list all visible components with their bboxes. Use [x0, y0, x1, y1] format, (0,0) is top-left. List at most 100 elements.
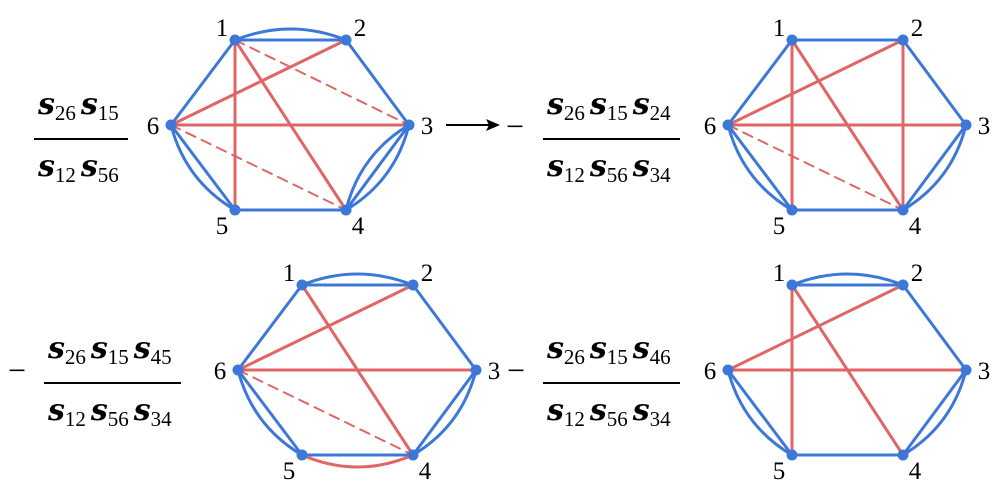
edge-5-6	[726, 123, 794, 212]
mandelstam-variable: s	[632, 149, 650, 184]
vertex-label-5: 5	[773, 213, 786, 240]
edge-3-4	[411, 368, 478, 457]
mandelstam-variable: s	[80, 87, 98, 122]
mandelstam-variable: s	[133, 331, 151, 366]
mandelstam-variable: s	[589, 87, 607, 122]
mandelstam-variable: s	[48, 393, 65, 428]
vertex-label-3: 3	[978, 113, 991, 140]
mandelstam-variable: s	[38, 149, 55, 184]
minus-sign-term-4: −	[507, 352, 526, 388]
variable-subscript: 56	[97, 163, 119, 187]
vertex-label-3: 3	[488, 358, 501, 385]
variable-subscript: 45	[150, 345, 172, 369]
mandelstam-variable: s	[38, 87, 55, 122]
vertex-label-2: 2	[911, 260, 924, 287]
mandelstam-variable: s	[547, 331, 564, 366]
edge-6-4	[237, 369, 414, 456]
edge-2-3	[411, 283, 478, 372]
edge-2-3	[901, 283, 968, 372]
edge-6-2	[726, 38, 905, 127]
mandelstam-variable: s	[90, 331, 108, 366]
mandelstam-variable: s	[589, 149, 607, 184]
mandelstam-variable: s	[589, 331, 607, 366]
mandelstam-variable: s	[80, 149, 98, 184]
variable-subscript: 12	[54, 163, 76, 187]
mandelstam-variable: s	[547, 87, 564, 122]
edge-5-6	[726, 368, 794, 457]
vertex-6	[722, 119, 734, 131]
edge-1-2	[790, 272, 905, 287]
vertex-label-6: 6	[147, 113, 160, 140]
vertex-3	[403, 119, 415, 131]
edge-3-4	[901, 123, 968, 212]
variable-subscript: 34	[649, 163, 671, 187]
mandelstam-variable: s	[632, 393, 650, 428]
edge-6-1	[726, 38, 794, 127]
edge-5-4	[300, 453, 415, 469]
edge-6-4	[170, 124, 347, 211]
edge-5-6	[169, 123, 237, 212]
right-arrow-icon	[446, 119, 500, 131]
variable-subscript: 12	[563, 407, 585, 431]
vertex-5	[229, 204, 241, 216]
vertex-label-1: 1	[773, 15, 786, 42]
edge-6-4	[727, 124, 904, 211]
mandelstam-variable: s	[48, 331, 65, 366]
vertex-3	[470, 364, 482, 376]
vertex-label-6: 6	[704, 113, 717, 140]
edge-5-6	[169, 123, 237, 212]
mandelstam-variable: s	[133, 393, 151, 428]
variable-subscript: 15	[606, 101, 628, 125]
vertex-label-5: 5	[216, 213, 229, 240]
edge-5-6	[726, 368, 794, 457]
edge-3-4	[901, 368, 968, 457]
vertex-2	[407, 279, 419, 291]
variable-subscript: 56	[606, 407, 628, 431]
vertex-1	[786, 279, 798, 291]
variable-subscript: 34	[649, 407, 671, 431]
minus-sign-term-2: −	[506, 108, 525, 144]
fraction-bar	[44, 382, 181, 384]
variable-subscript: 46	[649, 345, 671, 369]
vertex-1	[296, 279, 308, 291]
vertex-5	[786, 204, 798, 216]
edge-3-4	[344, 123, 411, 212]
vertex-label-4: 4	[419, 458, 432, 485]
vertex-label-1: 1	[773, 260, 786, 287]
edge-1-2	[300, 272, 415, 287]
vertex-2	[897, 34, 909, 46]
vertex-label-2: 2	[421, 260, 434, 287]
mandelstam-variable: s	[632, 331, 650, 366]
edge-2-3	[344, 38, 411, 127]
variable-subscript: 34	[150, 407, 172, 431]
mandelstam-variable: s	[90, 393, 108, 428]
minus-sign-term-3: −	[8, 352, 27, 388]
vertex-label-5: 5	[773, 458, 786, 485]
vertex-2	[340, 34, 352, 46]
vertex-4	[340, 204, 352, 216]
vertex-label-1: 1	[283, 260, 296, 287]
variable-subscript: 12	[563, 163, 585, 187]
vertex-label-4: 4	[909, 213, 922, 240]
vertex-label-2: 2	[911, 15, 924, 42]
edge-3-4	[344, 123, 411, 212]
fraction-bar	[543, 138, 680, 140]
graph-2: 1 2 3 4 5 6	[704, 15, 991, 240]
edge-6-2	[726, 283, 905, 372]
vertex-label-3: 3	[421, 113, 434, 140]
variable-subscript: 12	[64, 407, 86, 431]
